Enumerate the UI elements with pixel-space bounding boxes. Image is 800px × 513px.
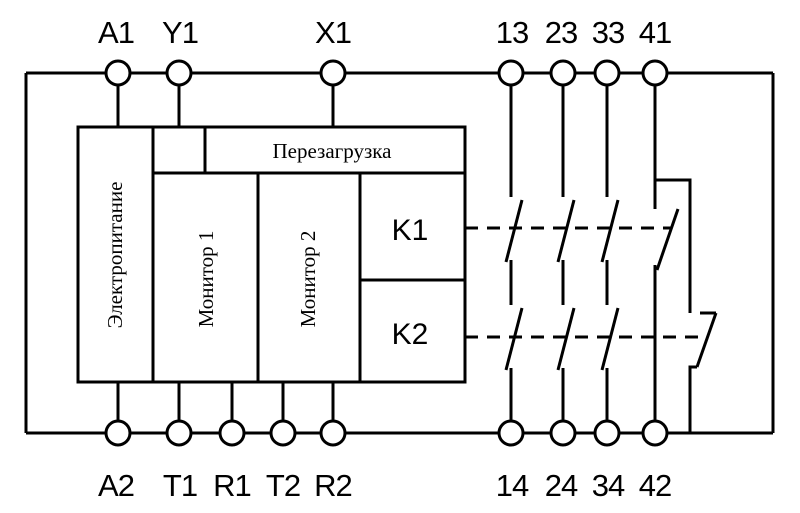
outer-frame bbox=[24, 71, 775, 435]
k2-label: K2 bbox=[392, 318, 429, 351]
terminals-bottom bbox=[104, 419, 669, 447]
label-t1: T1 bbox=[163, 468, 197, 503]
terminal-x1 bbox=[319, 59, 347, 87]
terminal-24 bbox=[549, 419, 577, 447]
label-y1: Y1 bbox=[162, 15, 198, 50]
label-33: 33 bbox=[592, 15, 624, 50]
module-box bbox=[76, 125, 467, 384]
module-wires bbox=[116, 86, 335, 420]
terminal-r2 bbox=[319, 419, 347, 447]
terminal-r1 bbox=[218, 419, 246, 447]
reset-label: Перезагрузка bbox=[272, 139, 392, 163]
label-24: 24 bbox=[545, 468, 578, 503]
terminal-41 bbox=[641, 59, 669, 87]
label-x1: X1 bbox=[315, 15, 351, 50]
power-label: Электропитание bbox=[103, 182, 127, 329]
monitor2-label: Монитор 2 bbox=[296, 231, 320, 328]
k1-label: K1 bbox=[392, 214, 429, 247]
terminal-23 bbox=[549, 59, 577, 87]
contacts-no bbox=[504, 86, 620, 420]
label-23: 23 bbox=[545, 15, 577, 50]
label-41: 41 bbox=[639, 15, 671, 50]
label-r1: R1 bbox=[213, 468, 251, 503]
terminal-42 bbox=[641, 419, 669, 447]
terminal-a2 bbox=[104, 419, 132, 447]
label-a1: A1 bbox=[98, 15, 134, 50]
label-42: 42 bbox=[639, 468, 671, 503]
terminal-14 bbox=[497, 419, 525, 447]
contact-nc bbox=[653, 86, 718, 433]
terminal-t1 bbox=[165, 419, 193, 447]
monitor1-label: Монитор 1 bbox=[194, 231, 218, 328]
label-14: 14 bbox=[496, 468, 529, 503]
label-a2: A2 bbox=[98, 468, 134, 503]
label-t2: T2 bbox=[266, 468, 300, 503]
terminal-a1 bbox=[104, 59, 132, 87]
label-13: 13 bbox=[496, 15, 528, 50]
terminal-33 bbox=[593, 59, 621, 87]
labels-top: A1 Y1 X1 13 23 33 41 bbox=[98, 15, 672, 50]
label-34: 34 bbox=[592, 468, 625, 503]
labels-bottom: A2 T1 R1 T2 R2 14 24 34 42 bbox=[98, 468, 672, 503]
terminal-y1 bbox=[165, 59, 193, 87]
terminal-34 bbox=[593, 419, 621, 447]
terminal-13 bbox=[497, 59, 525, 87]
terminal-t2 bbox=[269, 419, 297, 447]
label-r2: R2 bbox=[314, 468, 352, 503]
terminals-top bbox=[104, 59, 669, 87]
